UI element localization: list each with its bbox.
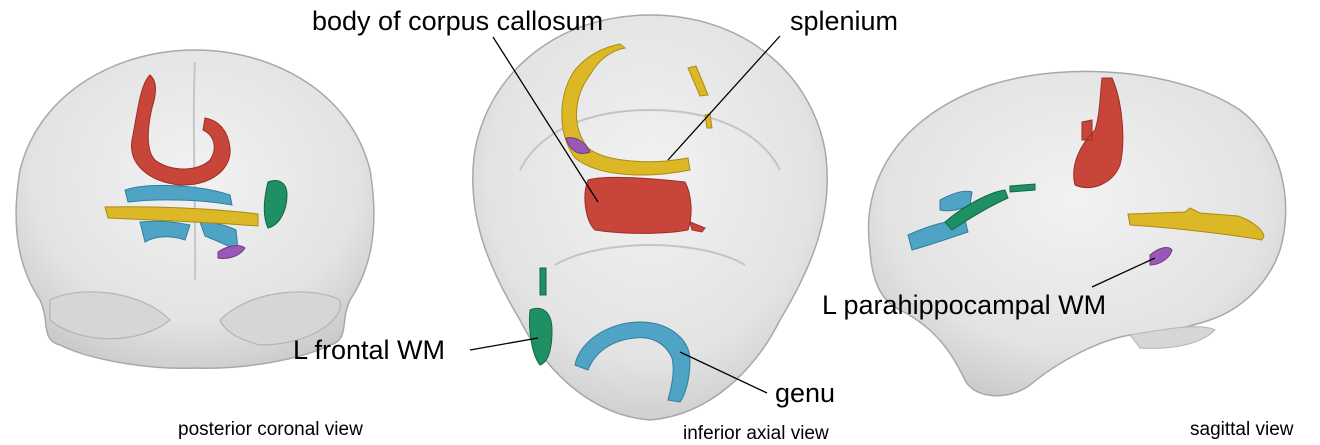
label-body-of-corpus-callosum: body of corpus callosum [312, 8, 603, 35]
caption-sagittal-view: sagittal view [1190, 420, 1294, 439]
coronal-view [16, 50, 374, 368]
axial-body-cc [585, 177, 705, 233]
caption-inferior-axial-view: inferior axial view [683, 424, 829, 443]
caption-posterior-coronal-view: posterior coronal view [178, 420, 363, 439]
label-l-frontal-wm: L frontal WM [293, 337, 445, 364]
axial-view [473, 15, 827, 420]
leader-frontal [470, 338, 538, 350]
sagittal-view [869, 71, 1286, 395]
label-genu: genu [775, 380, 835, 407]
label-l-parahippocampal-wm: L parahippocampal WM [822, 292, 1106, 319]
label-splenium: splenium [790, 8, 898, 35]
